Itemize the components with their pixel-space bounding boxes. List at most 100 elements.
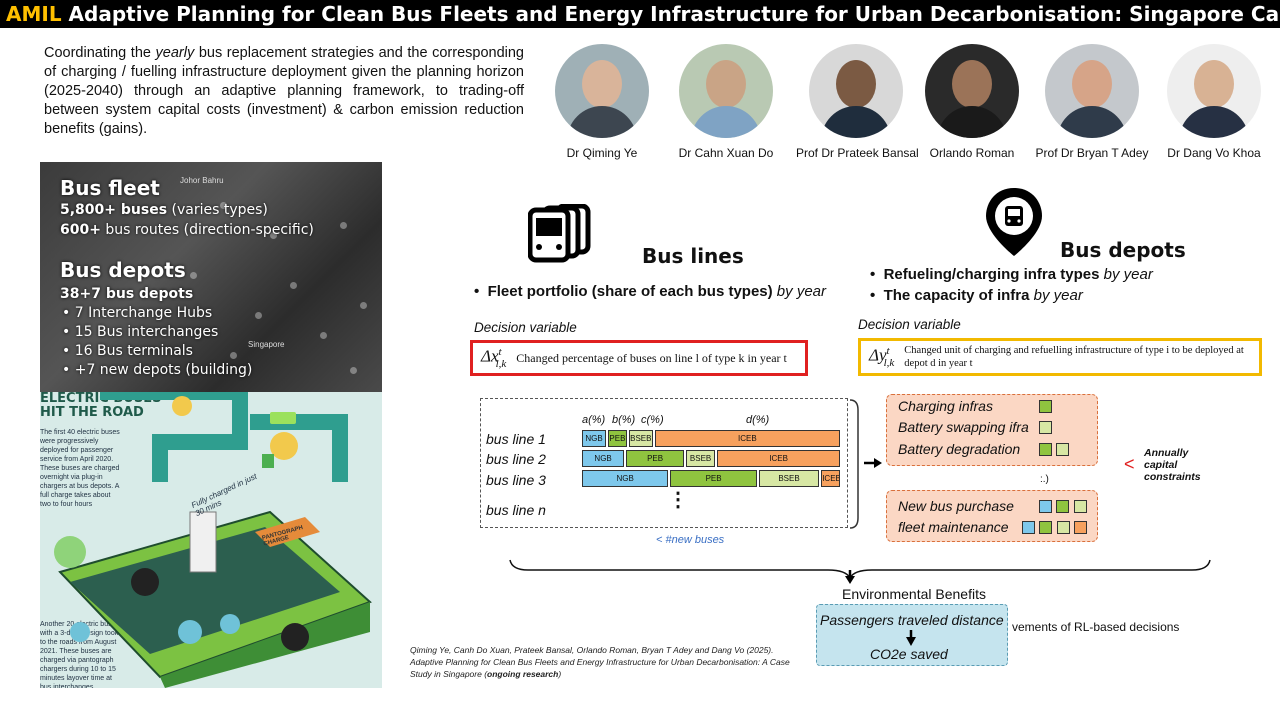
cost-ellipsis: :.) bbox=[1040, 474, 1049, 485]
avatar bbox=[679, 44, 773, 138]
person-card: Dr Qiming Ye bbox=[542, 44, 662, 160]
cost-row: Battery degradation bbox=[898, 441, 1021, 457]
person-name: Prof Dr Prateek Bansal bbox=[796, 146, 919, 160]
cost-row: Charging infras bbox=[898, 398, 993, 414]
depot-item: • +7 new depots (building) bbox=[62, 362, 253, 378]
person-card: Prof Dr Bryan T Adey bbox=[1032, 44, 1152, 160]
portfolio-segment-ngb: NGB bbox=[582, 450, 625, 467]
portfolio-segment-bseb: BSEB bbox=[686, 450, 716, 467]
passenger-distance: Passengers traveled distance bbox=[820, 612, 1004, 628]
dv-x-description: Changed percentage of buses on line l of… bbox=[516, 350, 787, 365]
avatar bbox=[1045, 44, 1139, 138]
decision-variable-y-box: Δytl,k Changed unit of charging and refu… bbox=[858, 338, 1262, 376]
dv-y-symbol: Δytl,k bbox=[869, 345, 895, 369]
fleet-line-1: 5,800+ buses (varies types) bbox=[60, 202, 268, 218]
decision-variable-label: Decision variable bbox=[858, 317, 961, 332]
fleet-portfolio-box bbox=[480, 398, 848, 528]
dv-x-symbol: Δxtl,k bbox=[481, 346, 507, 370]
portfolio-segment-ngb: NGB bbox=[582, 430, 606, 447]
portfolio-segment-peb: PEB bbox=[670, 470, 757, 487]
decision-variable-x-box: Δxtl,k Changed percentage of buses on li… bbox=[470, 340, 808, 376]
fleet-heading: Bus fleet bbox=[60, 176, 160, 200]
portfolio-segment-ngb: NGB bbox=[582, 470, 669, 487]
bus-network-map-panel: Johor Bahru Singapore Bus fleet 5,800+ b… bbox=[40, 162, 382, 392]
decision-variable-label: Decision variable bbox=[474, 320, 577, 335]
intro-text-2: bus replacement strategies and the corre… bbox=[44, 45, 524, 137]
intro-text-1: Coordinating the bbox=[44, 45, 156, 61]
arrow-right-icon bbox=[864, 458, 882, 468]
page-title: Adaptive Planning for Clean Bus Fleets a… bbox=[68, 2, 1280, 26]
pct-label: a(%) bbox=[582, 414, 606, 426]
brace bbox=[849, 399, 859, 529]
cost-row: fleet maintenance bbox=[898, 519, 1009, 535]
citation: Qiming Ye, Canh Do Xuan, Prateek Bansal,… bbox=[410, 645, 790, 679]
bus-lines-title: Bus lines bbox=[642, 244, 744, 268]
bus-line-label: bus line 3 bbox=[486, 472, 546, 488]
more-lines-dots: ⋮ bbox=[668, 489, 688, 511]
map-label: Johor Bahru bbox=[180, 176, 224, 185]
color-swatches bbox=[1039, 400, 1052, 418]
person-name: Dr Dang Vo Khoa bbox=[1167, 146, 1261, 160]
depot-item: • 16 Bus terminals bbox=[62, 343, 193, 359]
pct-label: c(%) bbox=[641, 414, 664, 426]
bus-line-label: bus line n bbox=[486, 502, 546, 518]
infra-types-bullet: • Refueling/charging infra types by year bbox=[870, 266, 1153, 283]
co2e-saved: CO2e saved bbox=[870, 646, 948, 662]
bus-depots-title: Bus depots bbox=[1060, 238, 1186, 262]
bus-line-label: bus line 1 bbox=[486, 431, 546, 447]
intro-emphasis: yearly bbox=[155, 45, 195, 61]
portfolio-segment-iceb: ICEB bbox=[717, 450, 840, 467]
person-card: Orlando Roman bbox=[912, 44, 1032, 160]
person-card: Dr Cahn Xuan Do bbox=[666, 44, 786, 160]
new-buses-note: < #new buses bbox=[656, 534, 725, 546]
color-swatches bbox=[1039, 443, 1070, 461]
cost-row: New bus purchase bbox=[898, 498, 1014, 514]
poster-body-1: The first 40 electric buses were progres… bbox=[40, 429, 120, 508]
person-name: Dr Qiming Ye bbox=[566, 146, 638, 160]
rl-decisions-text: vements of RL-based decisions bbox=[1012, 620, 1180, 634]
arrow-down-icon bbox=[845, 570, 855, 584]
color-swatches bbox=[1039, 421, 1052, 439]
portfolio-segment-iceb: ICEB bbox=[821, 470, 840, 487]
pct-label: d(%) bbox=[746, 414, 770, 426]
dv-y-description: Changed unit of charging and refuelling … bbox=[904, 345, 1244, 369]
bus-line-label: bus line 2 bbox=[486, 451, 546, 467]
portfolio-segment-peb: PEB bbox=[608, 430, 627, 447]
title-bar: AMIL Adaptive Planning for Clean Bus Fle… bbox=[0, 0, 1280, 28]
map-label: Singapore bbox=[248, 340, 285, 349]
annual-capital-constraint: Annually capital constraints bbox=[1144, 447, 1201, 483]
intro-paragraph: Coordinating the yearly bus replacement … bbox=[44, 44, 524, 139]
person-name: Prof Dr Bryan T Adey bbox=[1035, 146, 1149, 160]
infra-capacity-bullet: • The capacity of infra by year bbox=[870, 287, 1083, 304]
portfolio-segment-peb: PEB bbox=[626, 450, 684, 467]
portfolio-segment-bseb: BSEB bbox=[628, 430, 653, 447]
arrow-down-icon bbox=[906, 630, 916, 646]
avatar bbox=[1167, 44, 1261, 138]
person-card: Dr Dang Vo Khoa bbox=[1154, 44, 1274, 160]
person-card: Prof Dr Prateek Bansal bbox=[796, 44, 919, 160]
person-name: Orlando Roman bbox=[929, 146, 1015, 160]
avatar bbox=[555, 44, 649, 138]
fleet-portfolio-bullet: • Fleet portfolio (share of each bus typ… bbox=[474, 283, 826, 300]
avatar bbox=[809, 44, 903, 138]
environmental-benefits-title: Environmental Benefits bbox=[842, 586, 986, 602]
pct-label: b(%) bbox=[612, 414, 636, 426]
color-swatches bbox=[1022, 521, 1088, 539]
portfolio-segment-bseb: BSEB bbox=[758, 470, 820, 487]
portfolio-segment-iceb: ICEB bbox=[654, 430, 840, 447]
constraint-sign: < bbox=[1124, 454, 1135, 474]
electric-bus-illustration bbox=[54, 392, 372, 688]
fleet-line-2: 600+ bus routes (direction-specific) bbox=[60, 222, 314, 238]
avatar bbox=[925, 44, 1019, 138]
color-swatches bbox=[1039, 500, 1087, 518]
person-name: Dr Cahn Xuan Do bbox=[678, 146, 774, 160]
title-accent: AMIL bbox=[6, 2, 62, 26]
bus-depot-pin-icon bbox=[986, 188, 1042, 256]
cost-row: Battery swapping ifra bbox=[898, 419, 1029, 435]
depots-heading: Bus depots bbox=[60, 258, 186, 282]
depot-item: • 15 Bus interchanges bbox=[62, 324, 219, 340]
bottom-brace bbox=[509, 559, 1211, 580]
depot-item: • 7 Interchange Hubs bbox=[62, 305, 213, 321]
